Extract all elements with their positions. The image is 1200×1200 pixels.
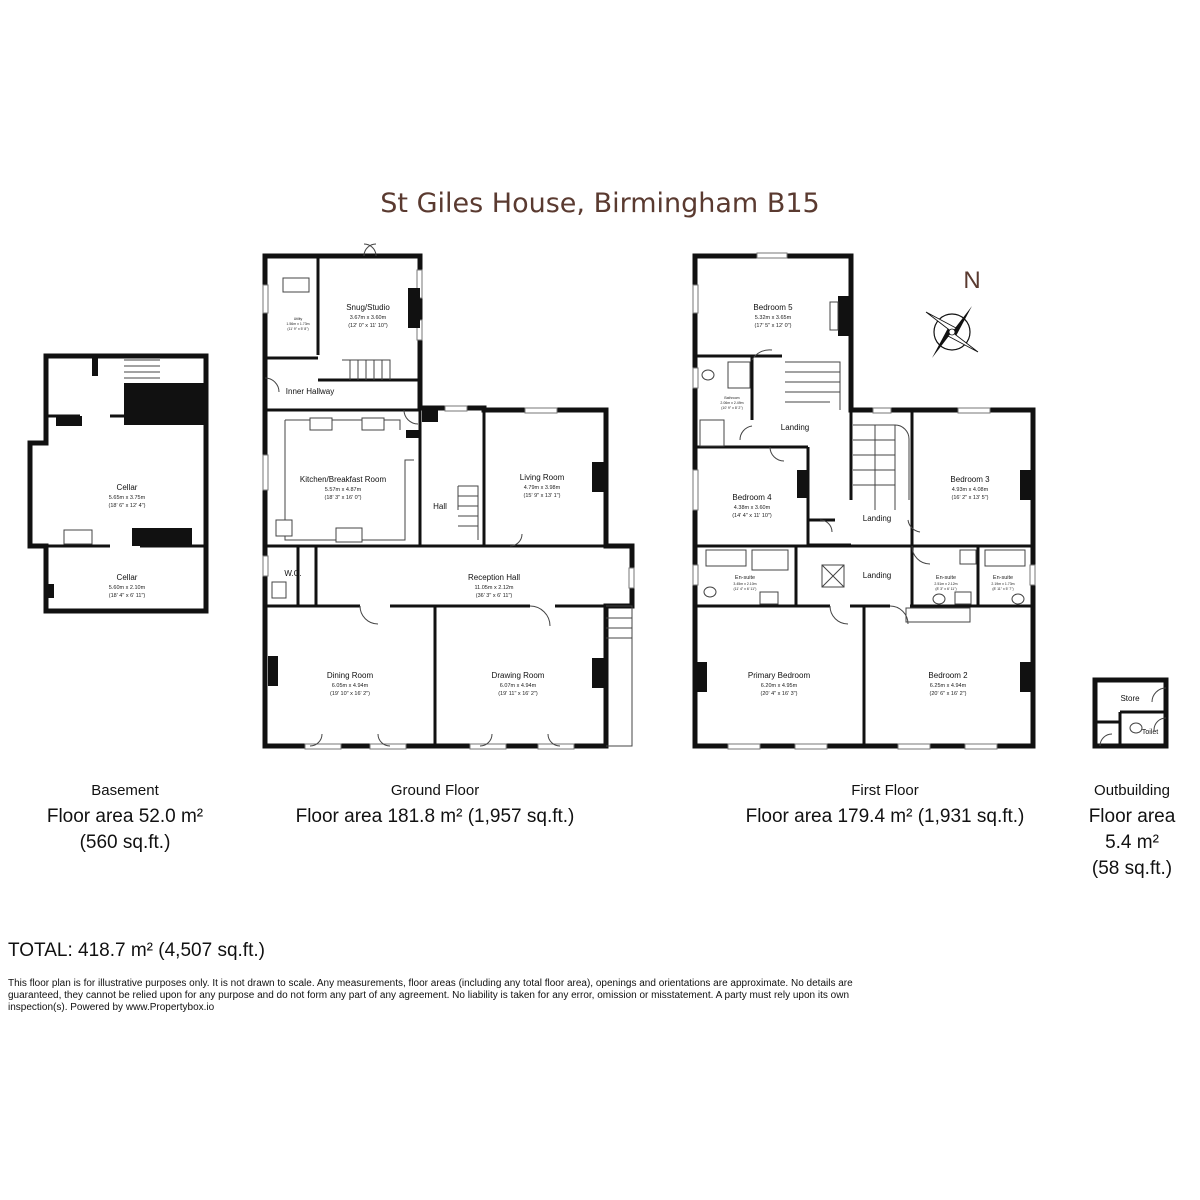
living-room-name: Living Room — [520, 473, 565, 482]
ensuite-3-dims: 2.19m x 1.73m — [991, 582, 1014, 586]
basement-area: Floor area 52.0 m² — [46, 806, 204, 827]
snug-imperial: (12' 0" x 11' 10") — [348, 323, 388, 329]
cellar-2-imperial: (18' 4" x 6' 11") — [109, 593, 146, 599]
bedroom-4-dims: 4.38m x 3.60m — [734, 505, 771, 511]
bedroom-4-imperial: (14' 4" x 11' 10") — [732, 513, 772, 519]
ensuite-1-dims: 3.45m x 2.10m — [733, 582, 756, 586]
bathroom-name: Bathroom — [724, 396, 739, 400]
ground-floor-label: Ground Floor — [390, 782, 480, 799]
cellar-1-imperial: (18' 6" x 12' 4") — [109, 503, 146, 509]
outbuilding-plan: Store Toilet — [1092, 677, 1169, 749]
first-floor-area: Floor area 179.4 m² (1,931 sq.ft.) — [745, 806, 1025, 827]
landing-2-name: Landing — [863, 514, 891, 523]
drawing-room-name: Drawing Room — [492, 671, 545, 680]
basement-plan: Cellar 5.65m x 3.75m (18' 6" x 12' 4") C… — [27, 353, 209, 614]
cellar-2-name: Cellar — [117, 573, 138, 582]
bedroom-3-imperial: (16' 2" x 13' 5") — [952, 495, 989, 501]
disclaimer-text: This floor plan is for illustrative purp… — [8, 978, 853, 1013]
ensuite-2-imperial: (8' 3" x 6' 11") — [935, 587, 956, 591]
basement-caption: Basement Floor area 52.0 m² (560 sq.ft.) — [20, 778, 230, 856]
bathroom-dims: 2.06m x 2.49m — [720, 401, 743, 405]
utility-imperial: (11' 9" x 5' 8") — [287, 327, 308, 331]
ensuite-3-name: En-suite — [993, 575, 1013, 581]
bedroom-3-dims: 4.93m x 4.08m — [952, 487, 989, 493]
snug-dims: 3.67m x 3.60m — [350, 315, 387, 321]
toilet-name: Toilet — [1142, 729, 1158, 736]
cellar-1-dims: 5.65m x 3.75m — [109, 495, 146, 501]
first-floor-caption: First Floor Floor area 179.4 m² (1,931 s… — [700, 778, 1070, 830]
basement-area-sqft: (560 sq.ft.) — [79, 832, 171, 853]
outbuilding-area-sqft: (58 sq.ft.) — [1091, 858, 1173, 879]
ground-floor-caption: Ground Floor Floor area 181.8 m² (1,957 … — [255, 778, 615, 830]
total-floor-area: TOTAL: 418.7 m² (4,507 sq.ft.) — [8, 940, 265, 961]
basement-chimney-block — [124, 383, 206, 425]
dining-room-name: Dining Room — [327, 671, 374, 680]
bedroom-2-name: Bedroom 2 — [928, 671, 968, 680]
outbuilding-caption: Outbuilding Floor area 5.4 m² (58 sq.ft.… — [1072, 778, 1192, 882]
reception-hall-dims: 11.05m x 2.12m — [474, 585, 513, 591]
landing-1-name: Landing — [781, 423, 809, 432]
hall-name: Hall — [433, 502, 447, 511]
dining-room-imperial: (19' 10" x 16' 2") — [330, 691, 370, 697]
outbuilding-area-label: Floor area — [1088, 806, 1176, 827]
ensuite-2-dims: 2.51m x 2.12m — [934, 582, 957, 586]
plan-title: St Giles House, Birmingham B15 — [380, 188, 819, 219]
drawing-room-dims: 6.07m x 4.94m — [500, 683, 537, 689]
wc-name: W.C. — [284, 569, 301, 578]
cellar-2-dims: 5.60m x 2.10m — [109, 585, 146, 591]
cellar-1-name: Cellar — [117, 483, 138, 492]
outbuilding-area: 5.4 m² — [1105, 832, 1159, 853]
kitchen-name: Kitchen/Breakfast Room — [300, 475, 387, 484]
utility-name: Utility — [294, 317, 303, 321]
bedroom-3-name: Bedroom 3 — [950, 475, 990, 484]
bedroom-2-dims: 6.25m x 4.94m — [930, 683, 967, 689]
bedroom-5-dims: 5.32m x 3.65m — [755, 315, 792, 321]
inner-hallway-name: Inner Hallway — [286, 387, 334, 396]
kitchen-imperial: (18' 3" x 16' 0") — [325, 495, 362, 501]
primary-bedroom-name: Primary Bedroom — [748, 671, 811, 680]
drawing-room-imperial: (19' 11" x 16' 2") — [498, 691, 538, 697]
ensuite-1-name: En-suite — [735, 575, 755, 581]
ground-floor-area: Floor area 181.8 m² (1,957 sq.ft.) — [295, 806, 575, 827]
reception-hall-name: Reception Hall — [468, 573, 520, 582]
primary-bedroom-dims: 6.20m x 4.95m — [761, 683, 798, 689]
first-floor-label: First Floor — [851, 782, 919, 799]
utility-dims: 1.56m x 1.73m — [286, 322, 309, 326]
primary-bedroom-imperial: (20' 4" x 16' 3") — [761, 691, 798, 697]
bedroom-2-imperial: (20' 6" x 16' 2") — [930, 691, 967, 697]
dining-room-dims: 6.05m x 4.94m — [332, 683, 369, 689]
store-name: Store — [1120, 694, 1140, 703]
reception-hall-imperial: (36' 3" x 6' 11") — [476, 593, 513, 599]
ensuite-2-name: En-suite — [936, 575, 956, 581]
ensuite-3-imperial: (8' 11" x 5' 7") — [992, 587, 1013, 591]
living-room-imperial: (15' 9" x 13' 1") — [524, 493, 561, 499]
bedroom-5-name: Bedroom 5 — [753, 303, 793, 312]
compass-north-label: N — [963, 267, 980, 294]
ensuite-1-imperial: (11' 4" x 6' 11") — [734, 587, 757, 591]
bathroom-imperial: (10' 9" x 8' 2") — [721, 406, 743, 410]
basement-label: Basement — [91, 782, 159, 799]
landing-3-name: Landing — [863, 571, 891, 580]
kitchen-dims: 5.57m x 4.87m — [325, 487, 362, 493]
living-room-dims: 4.79m x 3.98m — [524, 485, 561, 491]
bedroom-4-name: Bedroom 4 — [732, 493, 772, 502]
compass-rose-icon: N — [925, 267, 981, 358]
first-floor-plan: Bedroom 5 5.32m x 3.65m (17' 5" x 12' 0"… — [692, 252, 1036, 750]
ground-floor-plan: Utility 1.56m x 1.73m (11' 9" x 5' 8") S… — [262, 243, 635, 750]
bedroom-5-imperial: (17' 5" x 12' 0") — [755, 323, 792, 329]
outbuilding-label: Outbuilding — [1094, 782, 1170, 799]
snug-name: Snug/Studio — [346, 303, 390, 312]
